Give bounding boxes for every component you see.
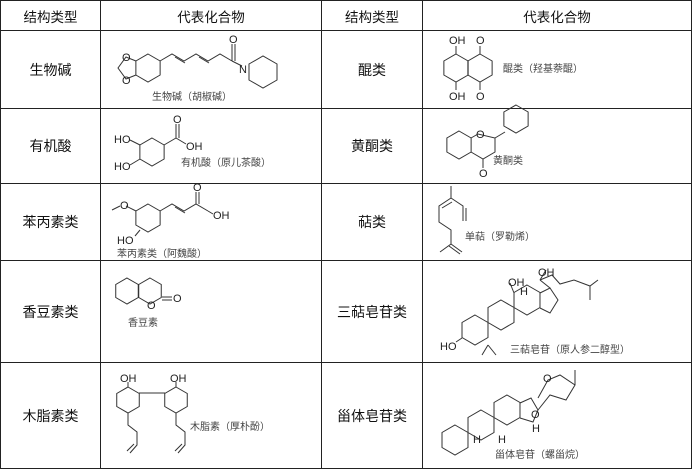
structure-cell: [100, 260, 322, 363]
class-cell: 木脂素类: [0, 362, 101, 469]
structure-cell: [422, 260, 692, 363]
table-row: 香豆素类 三萜皂苷类: [0, 260, 692, 363]
structure-cell: [100, 30, 322, 109]
table-row: 木脂素类 甾体皂苷类: [0, 362, 692, 469]
table-row: 有机酸 黄酮类: [0, 108, 692, 184]
class-cell: 黄酮类: [321, 108, 423, 184]
structure-cell: [422, 30, 692, 109]
header-row: 结构类型 代表化合物 结构类型 代表化合物: [0, 0, 692, 31]
class-cell: 苯丙素类: [0, 183, 101, 261]
class-cell: 醌类: [321, 30, 423, 109]
structure-cell: [100, 362, 322, 469]
class-cell: 甾体皂苷类: [321, 362, 423, 469]
structure-cell: [100, 108, 322, 184]
table-row: 生物碱 醌类: [0, 30, 692, 109]
table-row: 苯丙素类 萜类: [0, 183, 692, 261]
class-cell: 香豆素类: [0, 260, 101, 363]
structure-cell: [422, 362, 692, 469]
class-cell: 生物碱: [0, 30, 101, 109]
class-cell: 有机酸: [0, 108, 101, 184]
structure-cell: [100, 183, 322, 261]
header-structure-type: 结构类型: [321, 0, 423, 31]
class-cell: 三萜皂苷类: [321, 260, 423, 363]
header-compound: 代表化合物: [100, 0, 322, 31]
header-compound: 代表化合物: [422, 0, 692, 31]
structure-cell: [422, 183, 692, 261]
header-structure-type: 结构类型: [0, 0, 101, 31]
class-cell: 萜类: [321, 183, 423, 261]
structure-cell: [422, 108, 692, 184]
